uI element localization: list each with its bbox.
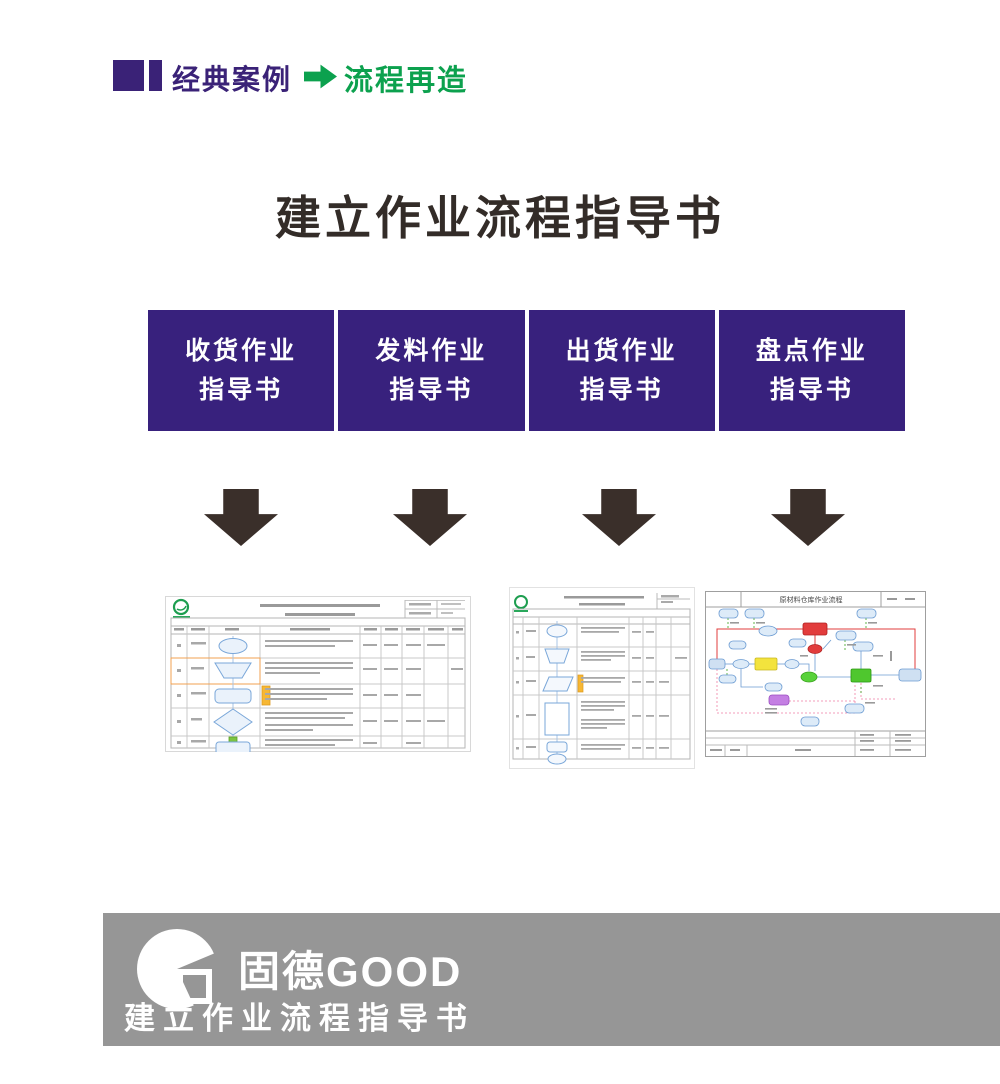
box-shipping: 出货作业 指导书 <box>528 310 715 431</box>
box-stocktaking-line1: 盘点作业 <box>755 336 868 365</box>
footer-caption: 建立作业流程指导书 <box>124 1001 475 1036</box>
box-shipping-line2: 指导书 <box>579 375 664 404</box>
header-square-small <box>149 60 162 91</box>
document-thumbnail-warehouse-flowchart: 原材料仓库作业流程 <box>705 591 926 757</box>
box-issuing-line1: 发料作业 <box>375 336 488 365</box>
issuing-flow-table-image <box>509 587 695 769</box>
box-stocktaking: 盘点作业 指导书 <box>718 310 905 431</box>
box-shipping-line1: 出货作业 <box>565 336 678 365</box>
down-arrow-icon <box>204 489 278 546</box>
good-brand-logo-icon <box>137 929 221 1009</box>
down-arrow-icon <box>771 489 845 546</box>
receiving-flow-table-image <box>165 596 471 752</box>
box-stocktaking-line2: 指导书 <box>769 375 854 404</box>
box-issuing: 发料作业 指导书 <box>338 310 525 431</box>
down-arrow-icon <box>393 489 467 546</box>
instruction-box-row: 收货作业 指导书 发料作业 指导书 出货作业 指导书 盘点作业 指导书 <box>148 310 905 431</box>
header-category-label: 经典案例 <box>172 64 293 95</box>
warehouse-flowchart-image: 原材料仓库作业流程 <box>705 591 926 757</box>
right-arrow-icon <box>304 64 337 89</box>
box-receiving: 收货作业 指导书 <box>148 310 335 431</box>
box-receiving-line1: 收货作业 <box>185 336 298 365</box>
page-title: 建立作业流程指导书 <box>275 192 725 244</box>
header-square-large <box>113 60 144 91</box>
down-arrow-icon <box>582 489 656 546</box>
document-thumbnail-issuing <box>509 587 695 769</box>
box-issuing-line2: 指导书 <box>389 375 474 404</box>
box-receiving-line2: 指导书 <box>199 375 284 404</box>
footer-banner: 固德GOOD 建立作业流程指导书 <box>103 913 1000 1046</box>
document-thumbnail-receiving <box>165 596 471 752</box>
footer-brand-name: 固德GOOD <box>238 948 463 995</box>
flowchart-title: 原材料仓库作业流程 <box>780 595 843 604</box>
header-topic-label: 流程再造 <box>344 65 469 97</box>
